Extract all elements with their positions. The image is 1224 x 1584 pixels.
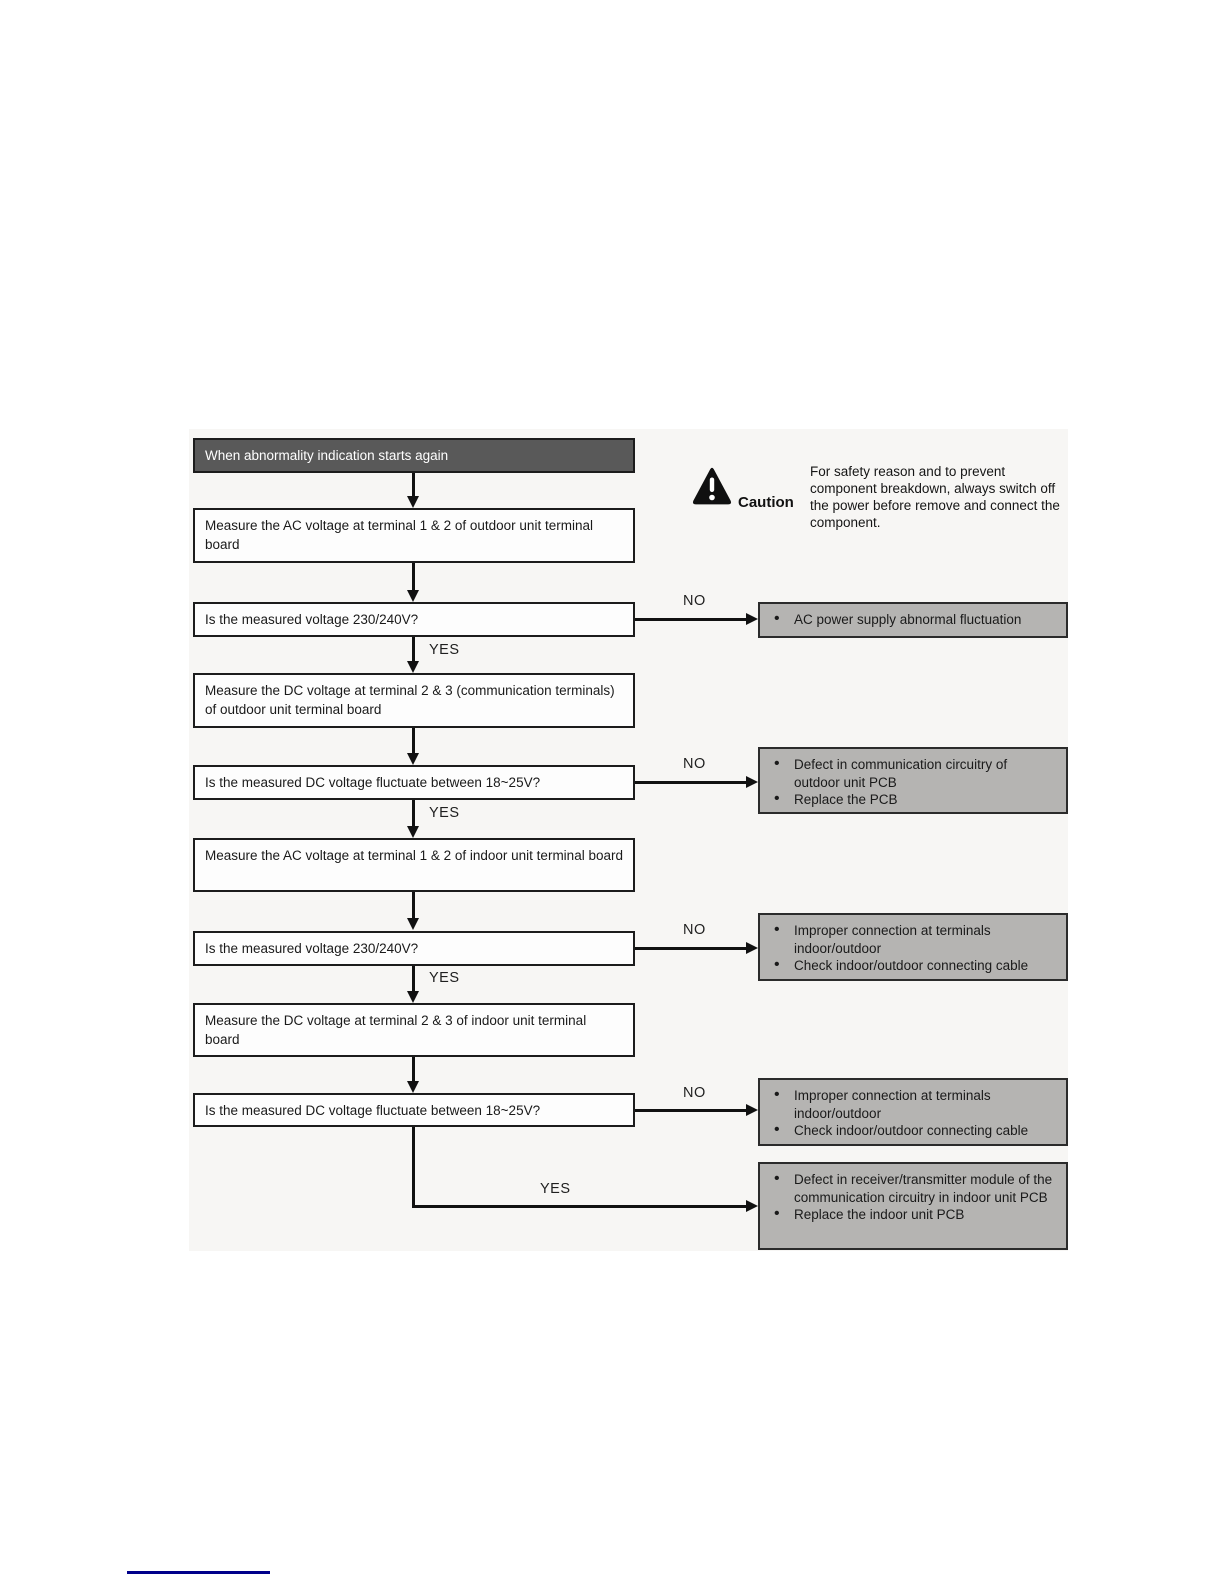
flow-step-text: Measure the AC voltage at terminal 1 & 2… bbox=[205, 848, 623, 863]
arrow-stem bbox=[412, 892, 415, 919]
arrowhead-right-icon bbox=[746, 776, 758, 788]
arrow-stem bbox=[412, 800, 415, 827]
arrowhead-down-icon bbox=[407, 918, 419, 930]
result-box-outdoor-pcb-defect: Defect in communication circuitry of out… bbox=[758, 747, 1068, 814]
flow-step-text: Measure the DC voltage at terminal 2 & 3… bbox=[205, 683, 615, 717]
caution-text: For safety reason and to prevent compone… bbox=[810, 464, 1060, 530]
branch-label-yes-3: YES bbox=[429, 970, 460, 986]
arrow-stem bbox=[635, 618, 747, 621]
warning-triangle-icon bbox=[692, 467, 732, 505]
result-box-indoor-pcb-defect: Defect in receiver/transmitter module of… bbox=[758, 1162, 1068, 1250]
result-item: Improper connection at terminals indoor/… bbox=[772, 921, 1022, 957]
result-item: Replace the PCB bbox=[772, 790, 1060, 809]
arrowhead-down-icon bbox=[407, 496, 419, 508]
flow-step-check-voltage-indoor: Is the measured voltage 230/240V? bbox=[193, 931, 635, 966]
flow-step-text: Measure the AC voltage at terminal 1 & 2… bbox=[205, 518, 593, 552]
flow-step-measure-ac-outdoor: Measure the AC voltage at terminal 1 & 2… bbox=[193, 508, 635, 563]
arrow-stem bbox=[412, 637, 415, 662]
arrowhead-down-icon bbox=[407, 753, 419, 765]
result-item: Check indoor/outdoor connecting cable bbox=[772, 956, 1060, 975]
result-box-improper-connection-2: Improper connection at terminals indoor/… bbox=[758, 1078, 1068, 1146]
branch-label-yes-1: YES bbox=[429, 642, 460, 658]
flow-step-text: Is the measured DC voltage fluctuate bet… bbox=[205, 1102, 541, 1118]
flow-step-text: Measure the DC voltage at terminal 2 & 3… bbox=[205, 1013, 587, 1047]
result-item: Check indoor/outdoor connecting cable bbox=[772, 1121, 1060, 1140]
arrow-stem bbox=[635, 1109, 747, 1112]
flow-step-check-dc-indoor: Is the measured DC voltage fluctuate bet… bbox=[193, 1093, 635, 1127]
link-underline[interactable] bbox=[127, 1571, 270, 1574]
branch-label-yes-4: YES bbox=[540, 1181, 571, 1197]
branch-label-yes-2: YES bbox=[429, 805, 460, 821]
arrowhead-down-icon bbox=[407, 590, 419, 602]
arrow-stem bbox=[412, 1205, 747, 1208]
caution-label: Caution bbox=[738, 494, 794, 511]
flow-step-check-voltage-outdoor: Is the measured voltage 230/240V? bbox=[193, 602, 635, 637]
arrowhead-right-icon bbox=[746, 942, 758, 954]
arrowhead-down-icon bbox=[407, 991, 419, 1003]
arrowhead-down-icon bbox=[407, 661, 419, 673]
result-item: Defect in communication circuitry of out… bbox=[772, 755, 1022, 791]
branch-label-no-2: NO bbox=[683, 756, 706, 772]
result-item: AC power supply abnormal fluctuation bbox=[772, 610, 1060, 629]
flow-step-text: Is the measured voltage 230/240V? bbox=[205, 612, 419, 627]
arrow-stem bbox=[412, 563, 415, 591]
arrow-stem bbox=[635, 947, 747, 950]
arrow-stem bbox=[412, 966, 415, 992]
branch-label-no-1: NO bbox=[683, 593, 706, 609]
flow-step-measure-dc-outdoor: Measure the DC voltage at terminal 2 & 3… bbox=[193, 673, 635, 728]
arrowhead-right-icon bbox=[746, 1104, 758, 1116]
arrow-stem bbox=[412, 473, 415, 497]
result-box-improper-connection-1: Improper connection at terminals indoor/… bbox=[758, 913, 1068, 981]
arrow-stem bbox=[412, 728, 415, 754]
arrowhead-right-icon bbox=[746, 613, 758, 625]
result-item: Replace the indoor unit PCB bbox=[772, 1205, 1060, 1224]
flow-step-measure-dc-indoor: Measure the DC voltage at terminal 2 & 3… bbox=[193, 1003, 635, 1057]
arrowhead-down-icon bbox=[407, 826, 419, 838]
result-item: Defect in receiver/transmitter module of… bbox=[772, 1170, 1060, 1206]
flow-step-check-dc-outdoor: Is the measured DC voltage fluctuate bet… bbox=[193, 765, 635, 800]
arrow-stem bbox=[635, 781, 747, 784]
arrowhead-right-icon bbox=[746, 1200, 758, 1212]
result-box-ac-power-fluctuation: AC power supply abnormal fluctuation bbox=[758, 602, 1068, 638]
flow-step-text: Is the measured DC voltage fluctuate bet… bbox=[205, 775, 541, 790]
flow-step-text: Is the measured voltage 230/240V? bbox=[205, 941, 419, 956]
flow-start-label: When abnormality indication starts again bbox=[205, 448, 449, 463]
result-item: Improper connection at terminals indoor/… bbox=[772, 1086, 1022, 1122]
branch-label-no-3: NO bbox=[683, 922, 706, 938]
flow-start-node: When abnormality indication starts again bbox=[193, 438, 635, 473]
flow-step-measure-ac-indoor: Measure the AC voltage at terminal 1 & 2… bbox=[193, 838, 635, 892]
arrow-stem bbox=[412, 1127, 415, 1208]
arrow-stem bbox=[412, 1057, 415, 1082]
arrowhead-down-icon bbox=[407, 1081, 419, 1093]
branch-label-no-4: NO bbox=[683, 1085, 706, 1101]
